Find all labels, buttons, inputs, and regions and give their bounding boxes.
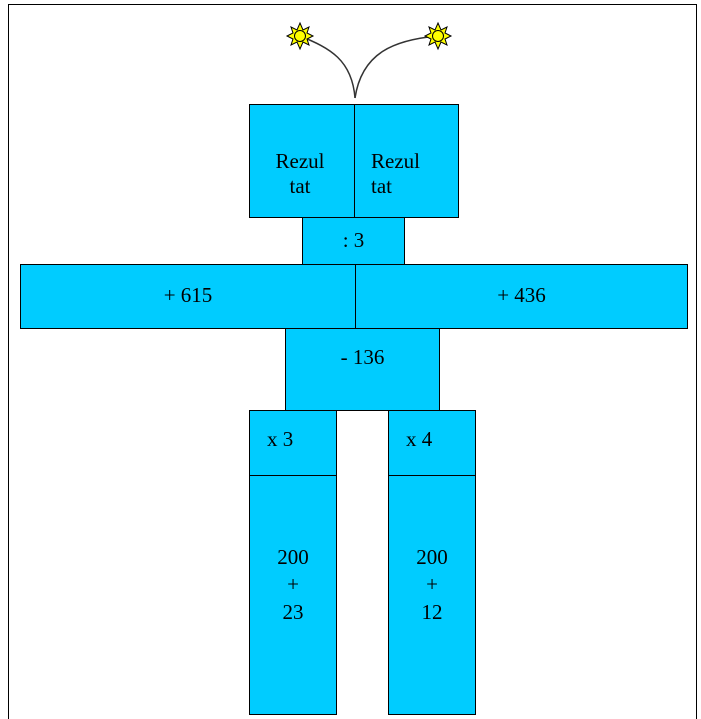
head-right-line1: Rezul <box>371 149 420 173</box>
antenna-left-wire <box>299 35 356 99</box>
head-left-label: Rezul tat <box>264 149 336 199</box>
leg-right-top-box: x 4 <box>388 410 476 476</box>
head-left-line1: Rezul <box>275 149 325 173</box>
head-right-label: Rezul tat <box>371 149 420 199</box>
sun-icon <box>285 21 315 51</box>
arm-right-box: + 436 <box>355 264 688 329</box>
leg-right-top-label: x 4 <box>406 427 433 451</box>
leg-right-value: 200 + 12 <box>389 544 475 626</box>
head-right-line2: tat <box>371 174 392 199</box>
leg-left-value-line3: 23 <box>282 599 304 624</box>
head-right-box: Rezul tat <box>354 104 459 218</box>
sun-icon <box>423 21 453 51</box>
leg-left-top-label: x 3 <box>267 427 294 451</box>
leg-right-value-line2: + <box>426 572 438 597</box>
head-left-box: Rezul tat <box>249 104 355 218</box>
body-label: - 136 <box>340 345 385 369</box>
arm-right-label: + 436 <box>497 283 546 307</box>
neck-box: : 3 <box>302 217 405 265</box>
leg-right-value-line1: 200 <box>416 545 448 569</box>
arm-left-box: + 615 <box>20 264 356 329</box>
leg-left-top-box: x 3 <box>249 410 337 476</box>
leg-right-value-line3: 12 <box>421 599 443 624</box>
leg-right-bottom-box: 200 + 12 <box>388 475 476 715</box>
head-left-line2: tat <box>289 174 311 199</box>
leg-left-value: 200 + 23 <box>250 544 336 626</box>
arm-left-label: + 615 <box>163 283 213 307</box>
body-box: - 136 <box>285 328 440 411</box>
antenna-right-wire <box>354 35 438 99</box>
neck-label: : 3 <box>342 228 365 252</box>
leg-left-value-line2: + <box>287 572 299 597</box>
diagram-frame <box>8 4 697 719</box>
leg-left-bottom-box: 200 + 23 <box>249 475 337 715</box>
leg-left-value-line1: 200 <box>277 545 309 569</box>
